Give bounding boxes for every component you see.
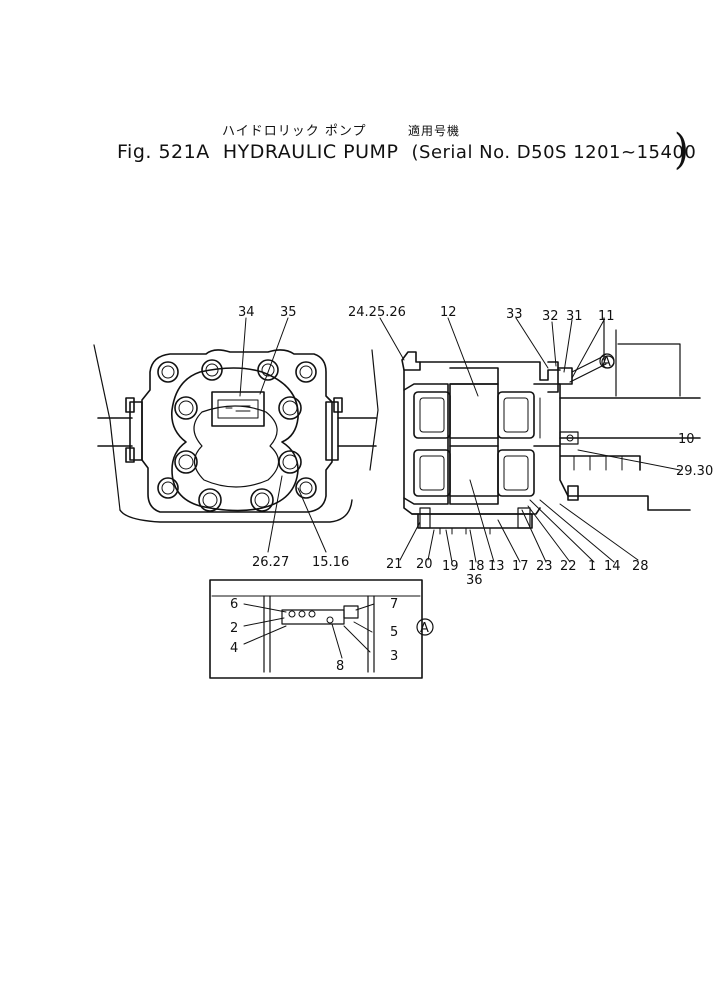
callout-3: 3 [390, 649, 398, 664]
pump-side-view [379, 317, 701, 563]
callout-11: 11 [598, 309, 615, 324]
closing-paren: ) [674, 124, 689, 174]
callout-17: 17 [512, 559, 529, 574]
callout-10: 10 [678, 432, 695, 447]
callout-23: 23 [536, 559, 553, 574]
callout-2: 2 [230, 621, 238, 636]
japanese-applicable-label: 適用号機 [408, 124, 461, 138]
part-title: HYDRAULIC PUMP [222, 141, 399, 163]
callout-18: 18 [468, 559, 485, 574]
detail-a-circle-marker [416, 618, 434, 636]
callout-31: 31 [566, 309, 583, 324]
detail-a-box [209, 579, 423, 679]
callout-1: 1 [588, 559, 596, 574]
callout-19: 19 [442, 559, 459, 574]
serial-range: (Serial No. D50S 1201~15400 [411, 142, 697, 163]
callout-8: 8 [336, 659, 344, 674]
callout-29-30: 29.30 [676, 464, 713, 479]
callout-35: 35 [280, 305, 297, 320]
figure-title: Fig. 521A HYDRAULIC PUMP (Serial No. D50… [117, 141, 696, 163]
figure-number: Fig. 521A [117, 141, 210, 163]
callout-36: 36 [466, 573, 483, 588]
callout-5: 5 [390, 625, 398, 640]
callout-a-top: A [602, 355, 611, 370]
callout-26-27: 26.27 [252, 555, 289, 570]
callout-20: 20 [416, 557, 433, 572]
callout-32: 32 [542, 309, 559, 324]
callout-15-16: 15.16 [312, 555, 349, 570]
callout-28: 28 [632, 559, 649, 574]
pump-front-view [93, 317, 379, 553]
callout-14: 14 [604, 559, 621, 574]
callout-24-25-26: 24.25.26 [348, 305, 406, 320]
callout-a-detail: A [420, 621, 429, 636]
callout-6: 6 [230, 597, 238, 612]
callout-7: 7 [390, 597, 398, 612]
callout-12: 12 [440, 305, 457, 320]
callout-34: 34 [238, 305, 255, 320]
callout-33: 33 [506, 307, 523, 322]
callout-21: 21 [386, 557, 403, 572]
callout-4: 4 [230, 641, 238, 656]
callout-22: 22 [560, 559, 577, 574]
japanese-title: ハイドロリック ポンプ [222, 124, 367, 139]
callout-13: 13 [488, 559, 505, 574]
view-a-circle-marker [599, 353, 615, 369]
